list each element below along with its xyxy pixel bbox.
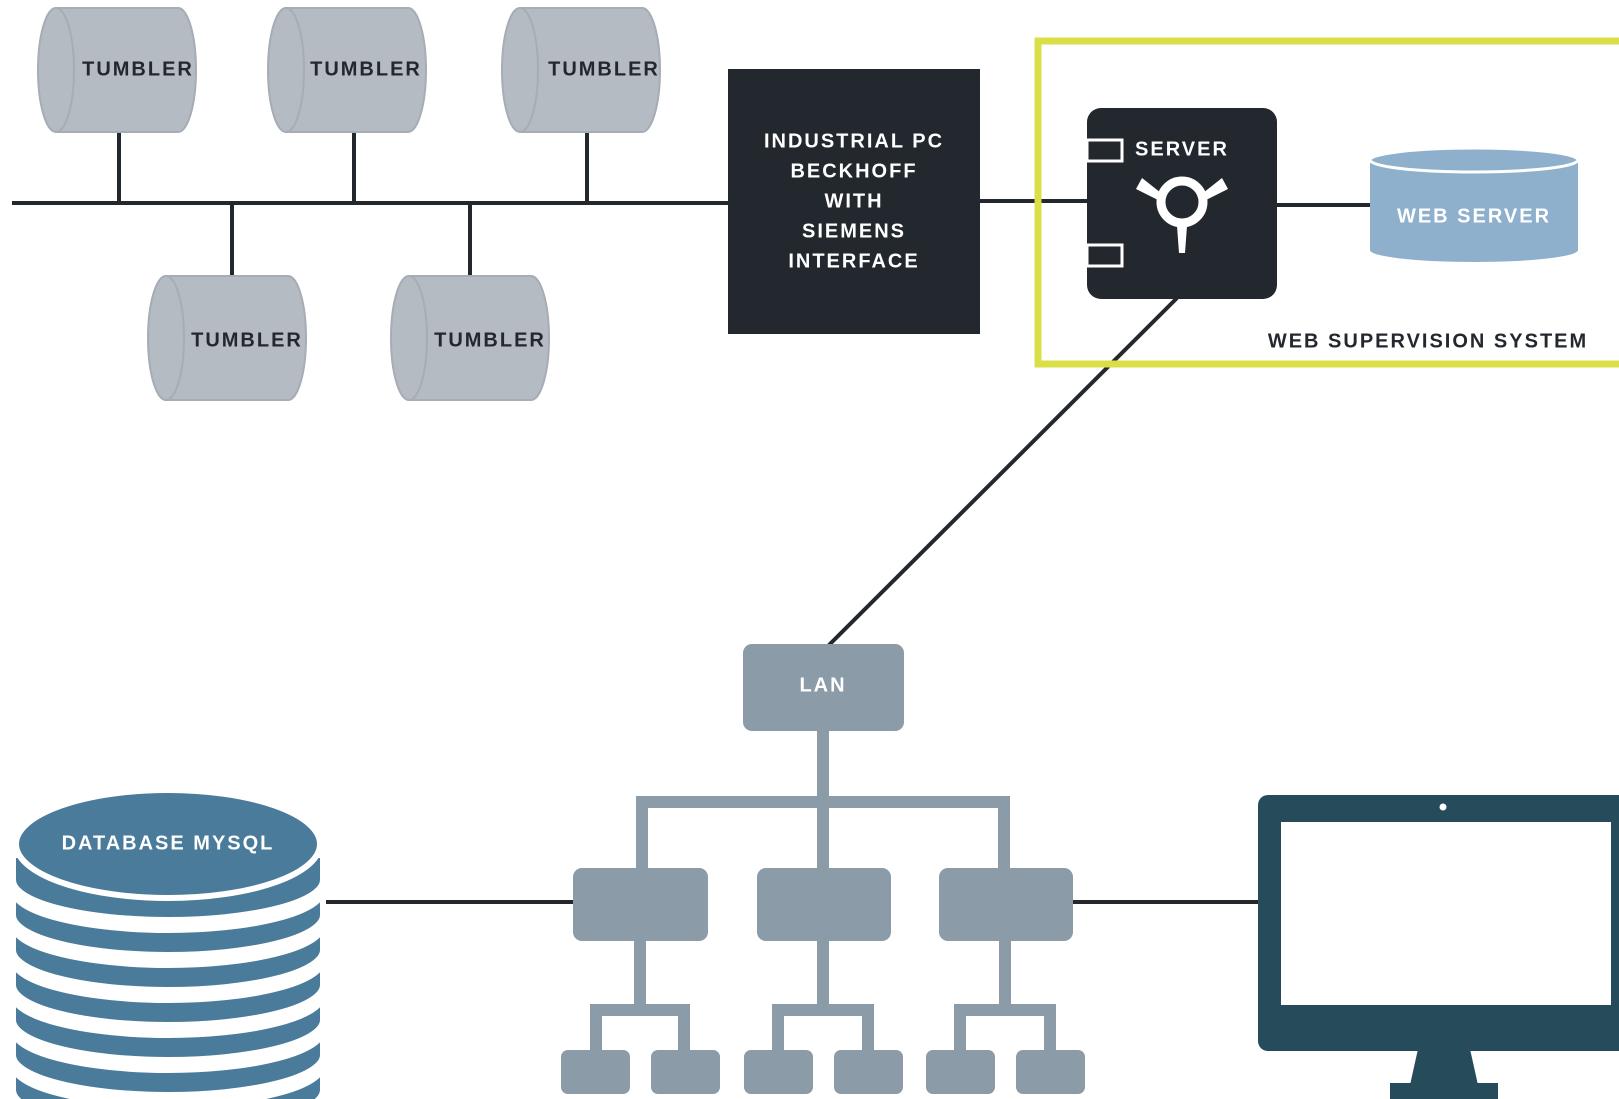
network-node <box>573 868 708 941</box>
server-component-icon <box>1136 176 1228 253</box>
lan-box: LAN <box>743 644 904 731</box>
lan-label: LAN <box>799 674 846 696</box>
monitor-base <box>1390 1083 1498 1099</box>
database-disk-6 <box>10 1064 326 1099</box>
tumbler: TUMBLER <box>147 275 307 401</box>
industrial-pc-box: INDUSTRIAL PC BECKHOFF WITH SIEMENS INTE… <box>728 69 980 334</box>
network-leaf <box>1016 1050 1085 1094</box>
database-disk-4 <box>10 994 326 1063</box>
database-disk-1 <box>10 889 326 958</box>
network-leaf <box>561 1050 630 1094</box>
monitor-screen <box>1281 822 1611 1005</box>
monitor-neck <box>1410 1049 1478 1085</box>
network-leaf <box>834 1050 903 1094</box>
lan-background <box>743 644 904 731</box>
tumbler-body <box>165 275 307 401</box>
tumbler: TUMBLER <box>390 275 550 401</box>
database-disk-3 <box>10 959 326 1028</box>
tumbler-label: TUMBLER <box>310 58 422 80</box>
server-icon-spoke-bottom <box>1177 226 1187 253</box>
industrial-pc-line-1: INDUSTRIAL PC <box>764 130 944 152</box>
web-server-cylinder: WEB SERVER <box>1368 146 1580 262</box>
tumbler-end-cap <box>267 7 305 133</box>
web-server-top <box>1368 146 1580 174</box>
web-server-label: WEB SERVER <box>1397 205 1551 227</box>
tumbler-end-cap <box>37 7 75 133</box>
database-label: DATABASE MYSQL <box>62 832 275 854</box>
industrial-pc-line-4: SIEMENS <box>802 220 906 242</box>
tree-subbranch <box>772 1004 874 1052</box>
server-label: SERVER <box>1135 138 1229 160</box>
tumbler-label: TUMBLER <box>434 329 546 351</box>
web-server-body <box>1370 160 1578 262</box>
network-leaf <box>651 1050 720 1094</box>
industrial-pc-background <box>728 69 980 334</box>
tree-subbranch <box>954 1004 1056 1052</box>
database-disk-2 <box>10 924 326 993</box>
network-node <box>757 868 891 941</box>
monitor-icon <box>1258 795 1619 1099</box>
server-lan-line <box>824 296 1179 650</box>
tumbler-body <box>519 7 661 133</box>
server-background <box>1087 108 1277 299</box>
industrial-pc-line-2: BECKHOFF <box>790 160 917 182</box>
tumbler-end-cap <box>147 275 185 401</box>
tumbler-body <box>55 7 197 133</box>
network-node <box>939 868 1073 941</box>
tumbler-label: TUMBLER <box>82 58 194 80</box>
tumbler-label: TUMBLER <box>548 58 660 80</box>
tumbler: TUMBLER <box>501 7 661 133</box>
industrial-pc-line-3: WITH <box>824 190 883 212</box>
web-supervision-frame <box>1034 37 1619 368</box>
database-top <box>13 787 323 901</box>
network-tree-icon <box>561 731 1085 1094</box>
web-supervision-label: WEB SUPERVISION SYSTEM <box>1268 330 1588 352</box>
server-icon-ring <box>1156 176 1208 228</box>
server-icon-spoke-left <box>1136 178 1161 200</box>
industrial-pc-line-5: INTERFACE <box>788 250 919 272</box>
tumbler: TUMBLER <box>37 7 197 133</box>
network-leaf <box>926 1050 995 1094</box>
network-leaf <box>744 1050 813 1094</box>
server-box: SERVER <box>1085 108 1277 299</box>
monitor-camera <box>1439 803 1447 811</box>
tumbler: TUMBLER <box>267 7 427 133</box>
tumbler-end-cap <box>390 275 428 401</box>
tumbler-label: TUMBLER <box>191 329 303 351</box>
tumbler-body <box>285 7 427 133</box>
server-icon-spoke-right <box>1203 178 1228 200</box>
database-disk-5 <box>10 1029 326 1098</box>
tree-subbranch <box>590 1004 690 1052</box>
database-stack-icon: DATABASE MYSQL <box>10 787 326 1099</box>
tumbler-end-cap <box>501 7 539 133</box>
server-port-bottom <box>1085 243 1124 268</box>
connection-lines <box>12 130 1372 904</box>
server-port-top <box>1085 138 1124 163</box>
tree-branch-top <box>636 796 1010 870</box>
tumbler-body <box>408 275 550 401</box>
